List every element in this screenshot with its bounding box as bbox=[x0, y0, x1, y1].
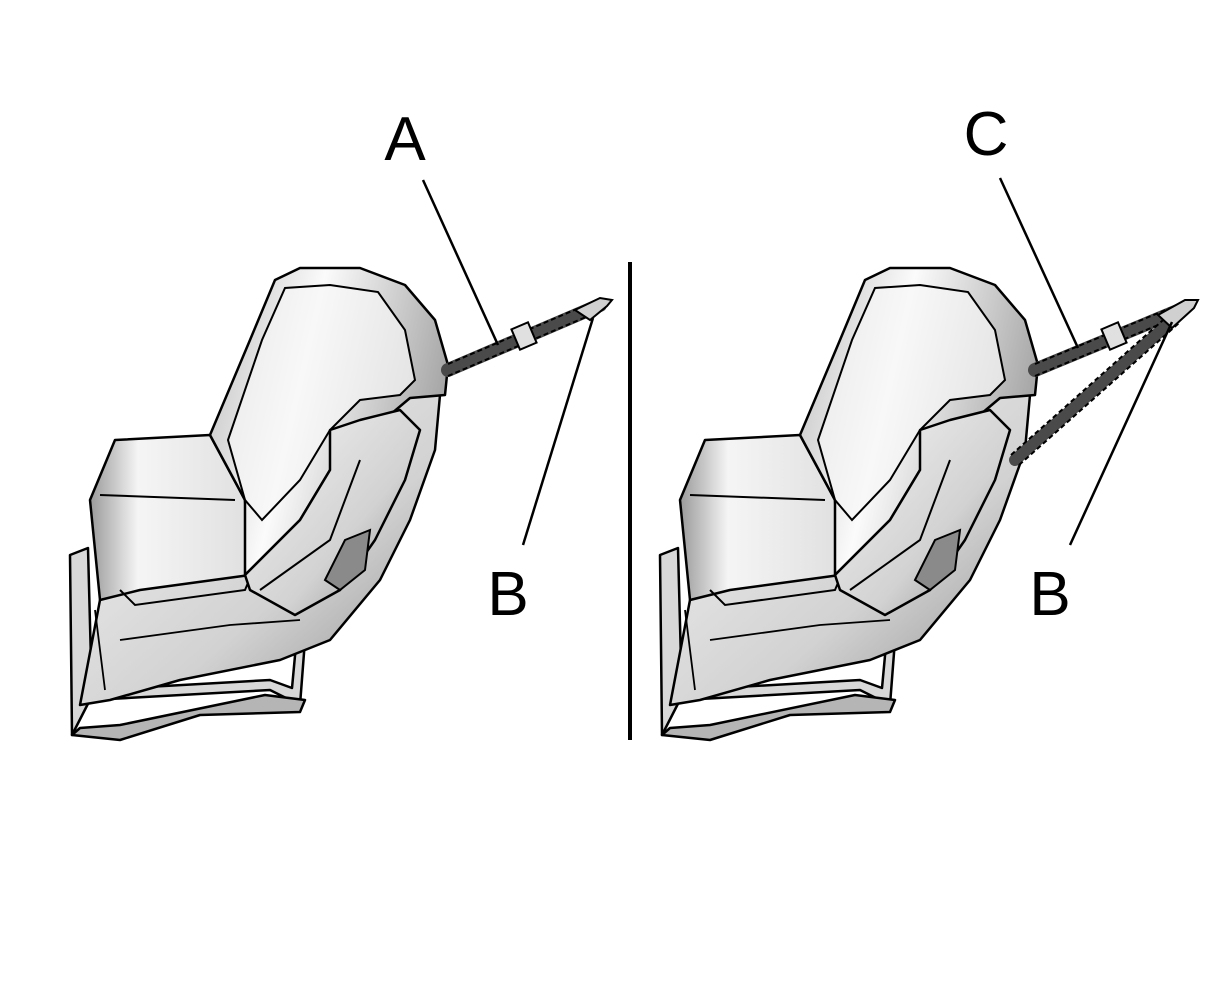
child-car-seat-left bbox=[68, 266, 450, 742]
leader-line-c bbox=[998, 177, 1080, 349]
leader-line-b-left bbox=[521, 317, 595, 546]
callout-b-right: B bbox=[1029, 560, 1070, 629]
panel-single-tether: A B bbox=[68, 95, 614, 742]
lower-tether-strap bbox=[1009, 312, 1181, 466]
callout-a: A bbox=[384, 105, 426, 174]
callout-b-left: B bbox=[487, 560, 528, 629]
leader-line-a bbox=[421, 179, 500, 346]
tether-hook-left bbox=[572, 296, 614, 322]
tether-adjuster-right bbox=[1100, 321, 1128, 351]
callout-c: C bbox=[964, 100, 1009, 169]
panel-dual-tether: C B bbox=[658, 92, 1200, 742]
child-car-seat-right bbox=[658, 266, 1040, 742]
tether-adjuster-left bbox=[510, 321, 538, 351]
leader-line-b-right bbox=[1068, 321, 1174, 546]
